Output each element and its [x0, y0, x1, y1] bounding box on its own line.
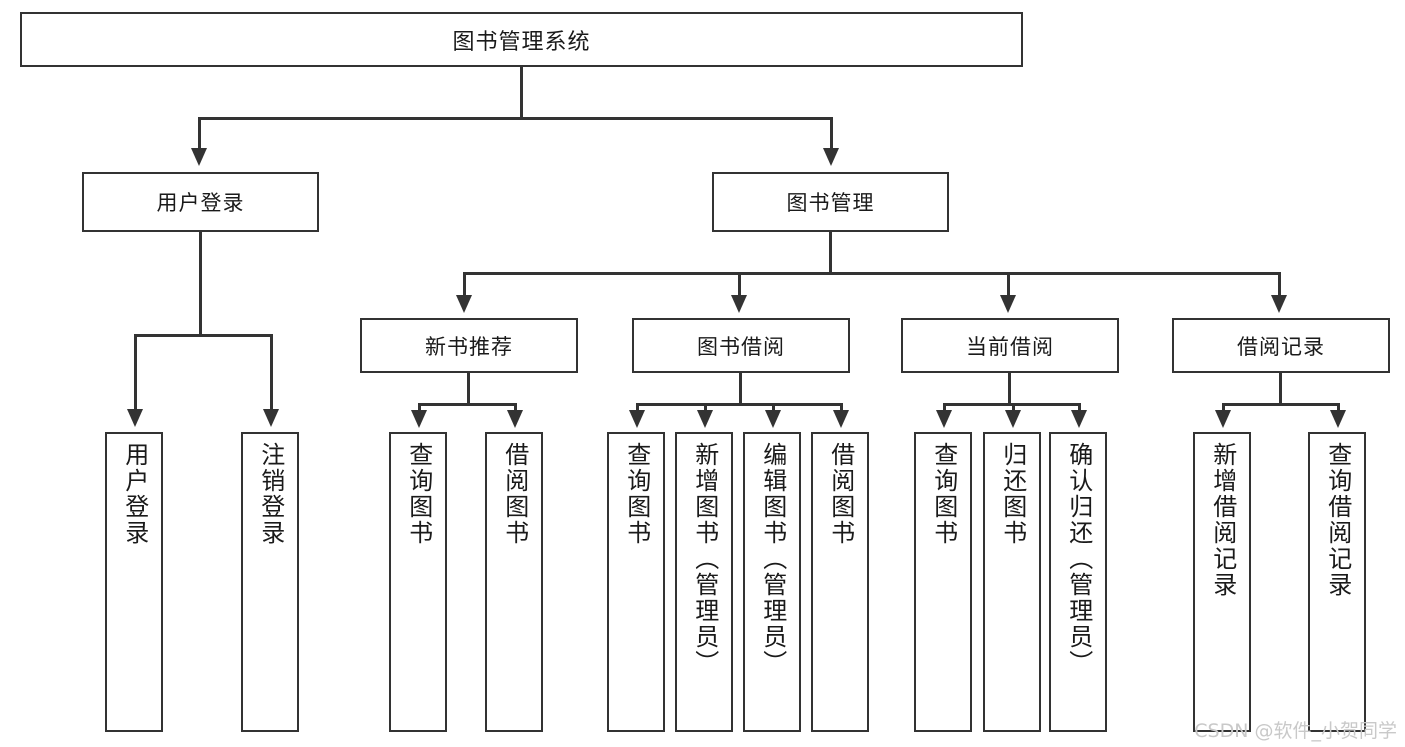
node-label: 当前借阅	[966, 334, 1054, 359]
arrow-to-leaf-add-record	[1215, 410, 1231, 428]
node-current-borrow[interactable]: 当前借阅	[901, 318, 1119, 373]
leaf-label: 借阅图书	[826, 442, 855, 546]
leaf-add-borrow-record[interactable]: 新增借阅记录	[1193, 432, 1251, 732]
leaf-label: 查询借阅记录	[1323, 442, 1352, 598]
connector-book-borrow-bar	[636, 403, 841, 406]
connector-user-login-stem	[199, 232, 202, 336]
connector-br-to-leaf-1	[1222, 403, 1225, 411]
connector-bb-to-leaf-2	[704, 403, 707, 411]
leaf-logout[interactable]: 注销登录	[241, 432, 299, 732]
leaf-return-book[interactable]: 归还图书	[983, 432, 1041, 732]
node-root-book-management-system[interactable]: 图书管理系统	[20, 12, 1023, 67]
connector-nb-to-leaf-2	[514, 403, 517, 411]
leaf-edit-book-admin[interactable]: 编辑图书（管理员）	[743, 432, 801, 732]
leaf-label: 查询图书	[622, 442, 651, 546]
connector-current-borrow-stem	[1008, 373, 1011, 405]
leaf-borrow-book[interactable]: 借阅图书	[811, 432, 869, 732]
connector-user-login-to-leaf-2	[270, 334, 273, 410]
connector-bb-to-leaf-3	[772, 403, 775, 411]
arrow-to-new-book-recommend	[456, 295, 472, 313]
arrow-to-leaf-query-book-bb	[629, 410, 645, 428]
arrow-to-leaf-edit-book	[765, 410, 781, 428]
connector-book-management-stem	[829, 232, 832, 274]
node-label: 图书管理系统	[452, 29, 591, 55]
arrow-to-leaf-borrow-book-bb	[833, 410, 849, 428]
arrow-to-leaf-query-book-nb	[411, 410, 427, 428]
connector-book-management-bar	[463, 272, 1281, 275]
node-new-book-recommend[interactable]: 新书推荐	[360, 318, 578, 373]
arrow-to-book-borrow	[731, 295, 747, 313]
leaf-query-book-current[interactable]: 查询图书	[914, 432, 972, 732]
connector-new-book-bar	[418, 403, 516, 406]
arrow-to-leaf-query-book-cb	[936, 410, 952, 428]
leaf-label: 新增图书（管理员）	[690, 442, 719, 676]
csdn-watermark: CSDN @软件_小贺同学	[1194, 720, 1397, 742]
leaf-add-book-admin[interactable]: 新增图书（管理员）	[675, 432, 733, 732]
leaf-label: 确认归还（管理员）	[1064, 442, 1093, 676]
node-book-management[interactable]: 图书管理	[712, 172, 949, 232]
connector-cb-to-leaf-2	[1012, 403, 1015, 411]
node-label: 用户登录	[156, 191, 245, 215]
leaf-borrow-book-new-recommend[interactable]: 借阅图书	[485, 432, 543, 732]
connector-nb-to-leaf-1	[418, 403, 421, 411]
connector-borrow-record-bar	[1222, 403, 1339, 406]
leaf-label: 查询图书	[929, 442, 958, 546]
connector-current-borrow-bar	[943, 403, 1079, 406]
connector-bm-to-current-borrow	[1007, 272, 1010, 296]
node-label: 新书推荐	[425, 334, 513, 359]
connector-user-login-bar	[134, 334, 272, 337]
connector-root-to-book-management	[830, 117, 833, 149]
node-label: 借阅记录	[1237, 334, 1325, 359]
connector-bb-to-leaf-4	[840, 403, 843, 411]
arrow-to-leaf-logout	[263, 409, 279, 427]
connector-root-bar	[198, 117, 832, 120]
node-label: 图书管理	[786, 191, 875, 215]
connector-bb-to-leaf-1	[636, 403, 639, 411]
connector-bm-to-new-book	[463, 272, 466, 296]
leaf-label: 编辑图书（管理员）	[758, 442, 787, 676]
leaf-label: 查询图书	[404, 442, 433, 546]
arrow-to-leaf-return-book	[1005, 410, 1021, 428]
connector-bm-to-book-borrow	[738, 272, 741, 296]
leaf-label: 注销登录	[256, 442, 285, 546]
leaf-label: 归还图书	[998, 442, 1027, 546]
connector-cb-to-leaf-1	[943, 403, 946, 411]
leaf-label: 新增借阅记录	[1208, 442, 1237, 598]
leaf-query-book-new-recommend[interactable]: 查询图书	[389, 432, 447, 732]
leaf-query-book-borrow[interactable]: 查询图书	[607, 432, 665, 732]
node-label: 图书借阅	[697, 334, 785, 359]
node-borrow-record[interactable]: 借阅记录	[1172, 318, 1390, 373]
arrow-to-user-login	[191, 148, 207, 166]
leaf-label: 用户登录	[120, 442, 149, 546]
connector-root-stem	[520, 67, 523, 119]
arrow-to-book-management	[823, 148, 839, 166]
leaf-confirm-return-admin[interactable]: 确认归还（管理员）	[1049, 432, 1107, 732]
arrow-to-borrow-record	[1271, 295, 1287, 313]
connector-borrow-record-stem	[1279, 373, 1282, 405]
connector-br-to-leaf-2	[1337, 403, 1340, 411]
connector-cb-to-leaf-3	[1078, 403, 1081, 411]
node-book-borrow[interactable]: 图书借阅	[632, 318, 850, 373]
connector-book-borrow-stem	[739, 373, 742, 405]
arrow-to-leaf-add-book	[697, 410, 713, 428]
connector-user-login-to-leaf-1	[134, 334, 137, 410]
connector-root-to-user-login	[198, 117, 201, 149]
leaf-label: 借阅图书	[500, 442, 529, 546]
leaf-query-borrow-record[interactable]: 查询借阅记录	[1308, 432, 1366, 732]
connector-bm-to-borrow-record	[1278, 272, 1281, 296]
leaf-user-login[interactable]: 用户登录	[105, 432, 163, 732]
node-user-login[interactable]: 用户登录	[82, 172, 319, 232]
arrow-to-leaf-user-login	[127, 409, 143, 427]
arrow-to-leaf-query-record	[1330, 410, 1346, 428]
arrow-to-leaf-confirm-return	[1071, 410, 1087, 428]
arrow-to-leaf-borrow-book-nb	[507, 410, 523, 428]
arrow-to-current-borrow	[1000, 295, 1016, 313]
connector-new-book-stem	[467, 373, 470, 405]
